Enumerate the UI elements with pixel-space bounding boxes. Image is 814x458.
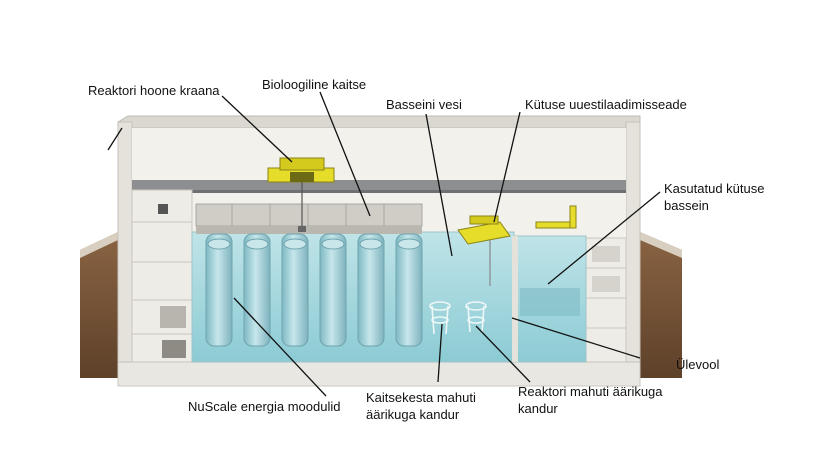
label-reactor-line1: Reaktori mahuti äärikuga xyxy=(518,384,663,399)
power-modules xyxy=(205,233,423,347)
label-spent-fuel-line1: Kasutatud kütuse xyxy=(664,181,765,196)
label-containment-line2: äärikuga kandur xyxy=(366,407,460,422)
flange-tool-stands xyxy=(429,301,487,335)
label-crane: Reaktori hoone kraana xyxy=(88,83,220,98)
refueling-machine xyxy=(457,205,577,286)
label-containment-line1: Kaitsekesta mahuti xyxy=(366,390,476,405)
right-rooms xyxy=(585,237,627,363)
label-reactor-line2: kandur xyxy=(518,401,558,416)
left-rooms xyxy=(131,189,193,363)
reactor-pool xyxy=(191,231,515,363)
bioshield-deck xyxy=(195,203,423,234)
label-modules: NuScale energia moodulid xyxy=(188,399,341,414)
label-refueling-machine: Kütuse uuestilaadimisseade xyxy=(525,97,687,112)
label-spent-fuel-line2: bassein xyxy=(664,198,709,213)
label-overflow: Ülevool xyxy=(676,357,720,372)
spent-fuel-pool xyxy=(512,235,587,363)
label-bio-shield: Bioloogiline kaitse xyxy=(262,77,367,92)
leader-lines xyxy=(107,91,661,397)
label-pool-water: Basseini vesi xyxy=(386,97,462,112)
